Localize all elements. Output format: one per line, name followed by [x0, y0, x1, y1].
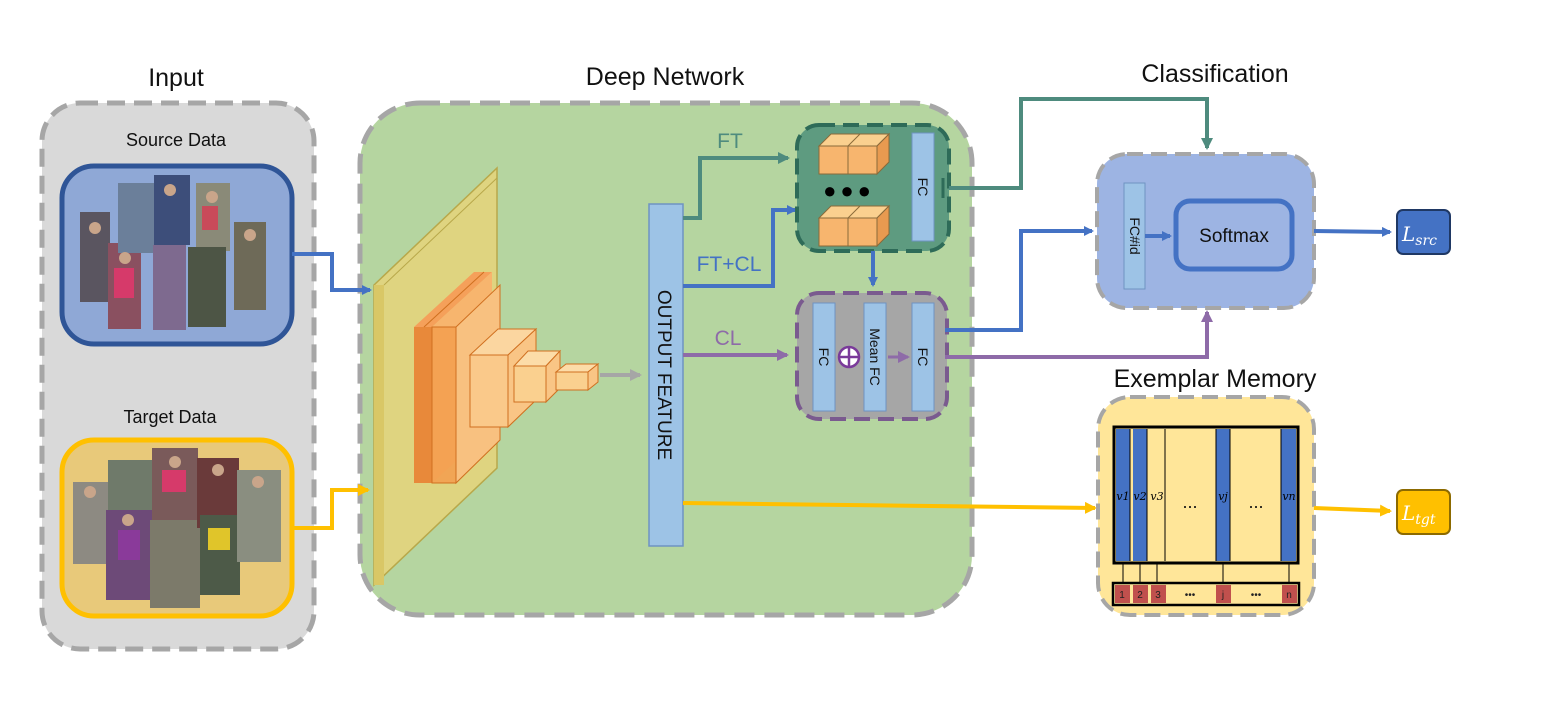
- slot-label-3: v3: [1150, 490, 1163, 503]
- src-loss-label: Lsrc: [1401, 222, 1437, 249]
- index-cell-j: [1216, 585, 1231, 603]
- ft-branch-arrow: [683, 152, 790, 220]
- cl-to-classification-arrow: [945, 310, 1213, 359]
- index-cell-3: [1151, 585, 1166, 603]
- classification-to-loss-arrow: [1313, 226, 1392, 237]
- index-label-7: n: [1286, 590, 1292, 601]
- ftcl-to-classification-arrow: [945, 226, 1094, 332]
- tgt-loss-box: [1396, 489, 1451, 535]
- ft-cube-top: [817, 132, 891, 176]
- slot-label-4: ...: [1182, 492, 1197, 512]
- ft-to-classification-arrow: [949, 97, 1213, 190]
- index-label-5: j: [1221, 590, 1224, 601]
- cl-fc-layer-right: [911, 302, 935, 412]
- index-label-2: 2: [1137, 590, 1143, 601]
- target-input-arrow: [292, 484, 370, 530]
- src-loss-sub: src: [1415, 233, 1437, 249]
- slot-label-1: v1: [1116, 490, 1129, 503]
- index-label-6: •••: [1251, 590, 1262, 601]
- sum-icon: [837, 345, 861, 369]
- index-cell-1: [1115, 585, 1130, 603]
- index-label-1: 1: [1119, 590, 1125, 601]
- cl-fc-label-right: FC: [915, 348, 931, 367]
- index-cell-2: [1133, 585, 1148, 603]
- target-data-label: Target Data: [123, 407, 217, 427]
- cl-fc-label-left: FC: [816, 348, 832, 367]
- memory-slot-vj: [1216, 429, 1230, 561]
- classification-title: Classification: [1141, 60, 1288, 88]
- ft-fc-layer: [911, 132, 935, 242]
- exemplar-memory-title: Exemplar Memory: [1114, 365, 1317, 393]
- src-loss-main: L: [1401, 222, 1415, 246]
- tgt-loss-label: Ltgt: [1401, 501, 1436, 528]
- input-title: Input: [148, 64, 204, 92]
- tgt-loss-sub: tgt: [1415, 512, 1436, 528]
- cl-branch-label: CL: [715, 327, 742, 350]
- slot-label-2: v2: [1133, 490, 1146, 503]
- index-cell-n: [1282, 585, 1297, 603]
- cnn-backbone: [373, 166, 600, 587]
- mean-fc-label: Mean FC: [867, 328, 883, 386]
- output-feature-bar: [648, 203, 684, 547]
- tgt-loss-main: L: [1401, 501, 1415, 525]
- src-loss-box: [1396, 209, 1451, 255]
- ftcl-branch-label: FT+CL: [697, 253, 762, 276]
- slot-label-6: ...: [1248, 492, 1263, 512]
- ftcl-branch-arrow: [683, 205, 797, 288]
- memory-slot-v2: [1133, 429, 1147, 561]
- slot-label-7: vn: [1282, 490, 1295, 503]
- source-input-arrow: [292, 252, 372, 295]
- ft-branch-label: FT: [717, 130, 743, 153]
- softmax-box: [1173, 198, 1295, 272]
- source-data-label: Source Data: [126, 130, 227, 150]
- source-person-images: [80, 175, 266, 330]
- index-connectors: [1122, 563, 1290, 583]
- feature-to-memory-arrow: [682, 501, 1097, 514]
- ft-ellipsis: ●●●: [823, 178, 875, 203]
- index-label-4: •••: [1185, 590, 1196, 601]
- output-feature-label: OUTPUT FEATURE: [653, 290, 674, 460]
- slot-label-5: vj: [1218, 490, 1228, 503]
- ft-cube-bottom: [817, 204, 891, 248]
- mean-fc-layer: [863, 302, 887, 412]
- memory-to-loss-arrow: [1313, 504, 1392, 517]
- memory-slot-vn: [1281, 429, 1296, 561]
- softmax-label: Softmax: [1199, 226, 1269, 247]
- fc-id-label: FC#id: [1127, 217, 1143, 254]
- ft-fc-label: FC: [915, 178, 931, 197]
- cl-fc-layer-left: [812, 302, 836, 412]
- memory-slot-v1: [1116, 429, 1130, 561]
- deep-network-title: Deep Network: [586, 63, 745, 91]
- target-person-images: [73, 448, 281, 608]
- index-label-3: 3: [1155, 590, 1161, 601]
